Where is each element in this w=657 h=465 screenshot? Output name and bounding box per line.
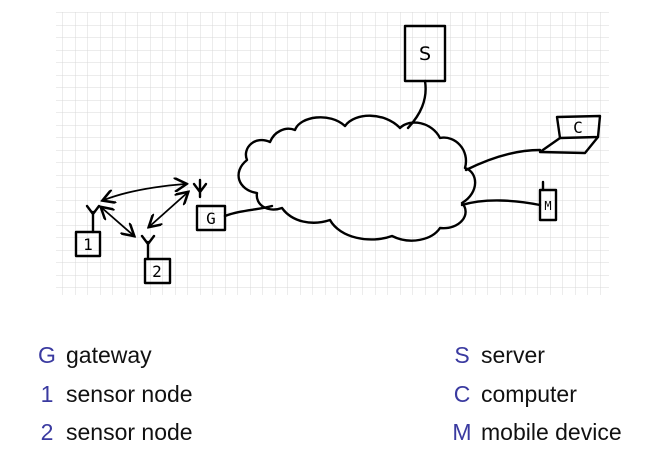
- computer-label: C: [573, 118, 583, 137]
- legend-item-gateway: G gateway: [34, 340, 152, 370]
- legend-item-sensor1: 1 sensor node: [34, 379, 193, 409]
- legend-text: computer: [481, 380, 577, 407]
- legend-symbol: S: [454, 341, 470, 368]
- sensor2-box: [143, 257, 172, 285]
- gateway-link: [223, 204, 274, 218]
- network-diagram: S C M G 1 2: [56, 12, 609, 295]
- legend-text: gateway: [66, 341, 152, 368]
- sensor1-label: 1: [83, 235, 93, 254]
- legend-text: mobile device: [481, 418, 622, 445]
- laptop-keyboard: [538, 135, 600, 155]
- legend-item-computer: C computer: [449, 379, 577, 409]
- network-cloud: [237, 114, 477, 242]
- legend-text: server: [481, 341, 545, 368]
- legend-text: sensor node: [66, 418, 193, 445]
- mobile-label: M: [544, 199, 551, 213]
- legend-symbol: 1: [40, 380, 54, 407]
- legend-symbol: M: [452, 418, 472, 445]
- sensor2-antenna: [140, 234, 156, 261]
- radio-link-2-gateway: [150, 193, 187, 226]
- legend-item-server: S server: [449, 340, 545, 370]
- legend-text: sensor node: [66, 380, 193, 407]
- radio-link-1-2: [102, 208, 133, 235]
- sensor2-label: 2: [152, 262, 162, 281]
- gateway-label: G: [206, 209, 216, 228]
- legend-item-mobile: M mobile device: [449, 417, 622, 447]
- mobile-link: [460, 199, 542, 207]
- gateway-antenna: [192, 178, 208, 199]
- legend-symbol: C: [453, 380, 471, 407]
- legend-symbol: G: [38, 341, 56, 368]
- grid-background: [56, 12, 609, 295]
- radio-link-1-gateway: [104, 184, 185, 200]
- gateway-box: [195, 204, 227, 232]
- sensor1-box: [74, 230, 102, 258]
- sensor1-antenna: [85, 204, 101, 234]
- legend-item-sensor2: 2 sensor node: [34, 417, 193, 447]
- legend-symbol: 2: [40, 418, 54, 445]
- server-label: S: [419, 43, 431, 65]
- server-link: [406, 79, 427, 130]
- computer-link: [464, 148, 542, 172]
